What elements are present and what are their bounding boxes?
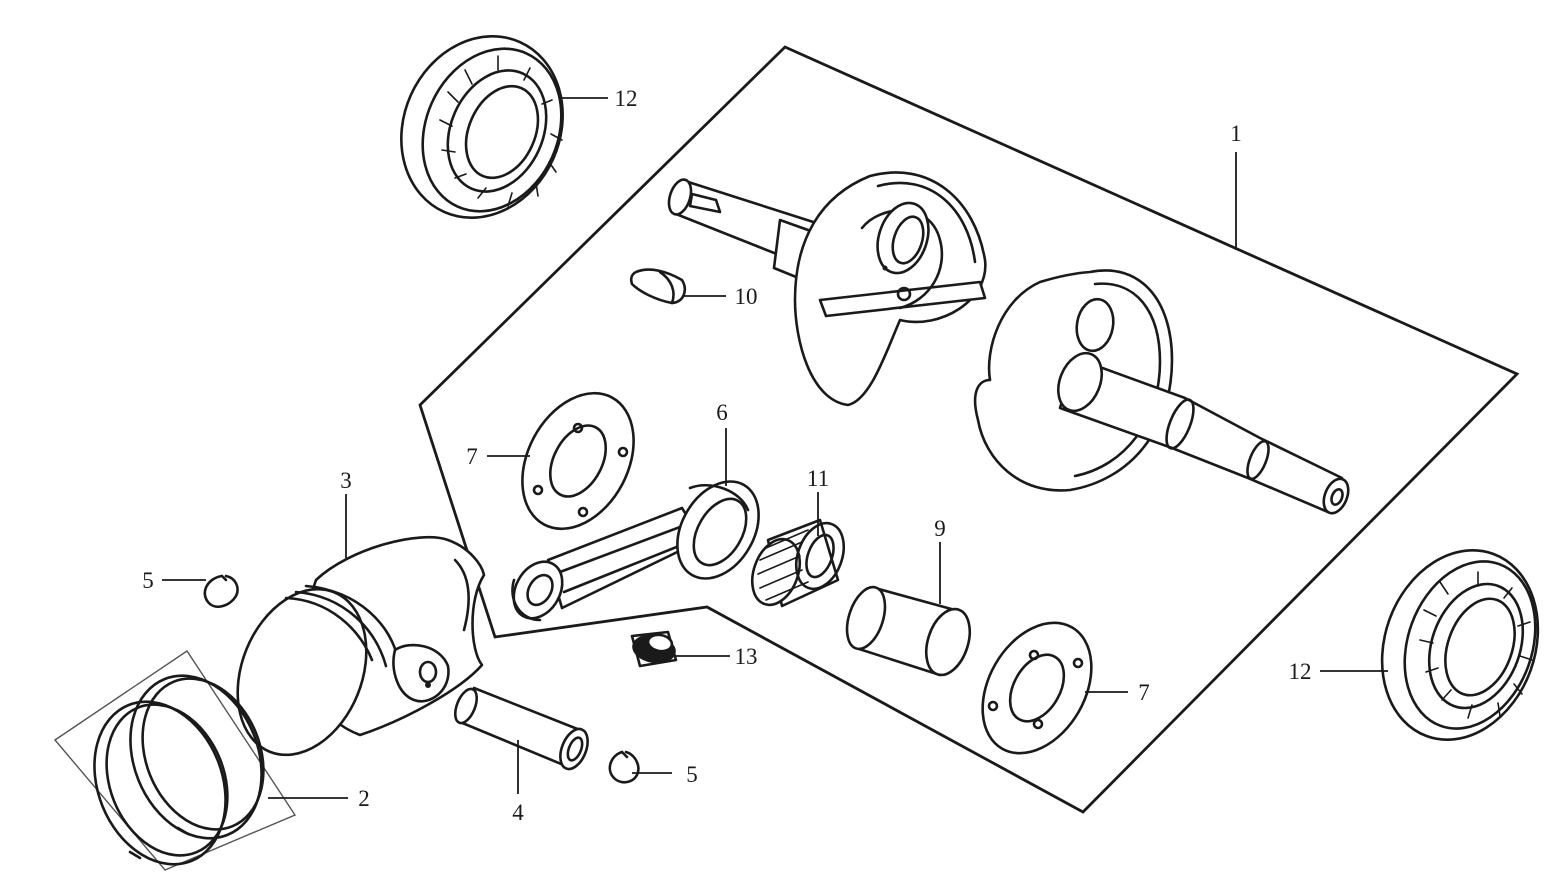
callout-12-bottom: 12 [1289, 659, 1312, 684]
callout-12-top: 12 [615, 86, 638, 111]
woodruff-key [629, 268, 686, 305]
small-end-needle-bearing [630, 630, 678, 668]
bearing-bottom-right [1380, 549, 1540, 741]
callout-7-left: 7 [466, 444, 478, 469]
big-end-needle-bearing [750, 518, 846, 608]
circlip-right [608, 750, 640, 784]
callout-10: 10 [735, 284, 758, 309]
piston-pin [453, 686, 589, 771]
connecting-rod [511, 480, 760, 622]
callout-6: 6 [716, 400, 728, 425]
callout-2: 2 [358, 786, 370, 811]
leader-lines [162, 97, 1388, 799]
circlip-left [203, 574, 239, 608]
callout-4: 4 [512, 800, 524, 825]
callout-9: 9 [934, 516, 946, 541]
bearing-top-left [400, 35, 564, 219]
crankshaft-left-half [667, 171, 987, 407]
thrust-washer-left [521, 391, 635, 531]
piston [236, 536, 486, 757]
callout-5-left: 5 [142, 568, 154, 593]
thrust-washer-right [981, 621, 1093, 755]
crank-pin [845, 585, 972, 677]
callout-11: 11 [807, 466, 829, 491]
callout-7-right: 7 [1138, 680, 1150, 705]
callout-1: 1 [1230, 121, 1242, 146]
callout-5-right: 5 [686, 762, 698, 787]
crankshaft-assembly-outline [418, 45, 1520, 814]
crankshaft-right-half [973, 269, 1350, 515]
callout-13: 13 [735, 644, 758, 669]
piston-rings [53, 650, 297, 871]
callout-3: 3 [340, 468, 352, 493]
